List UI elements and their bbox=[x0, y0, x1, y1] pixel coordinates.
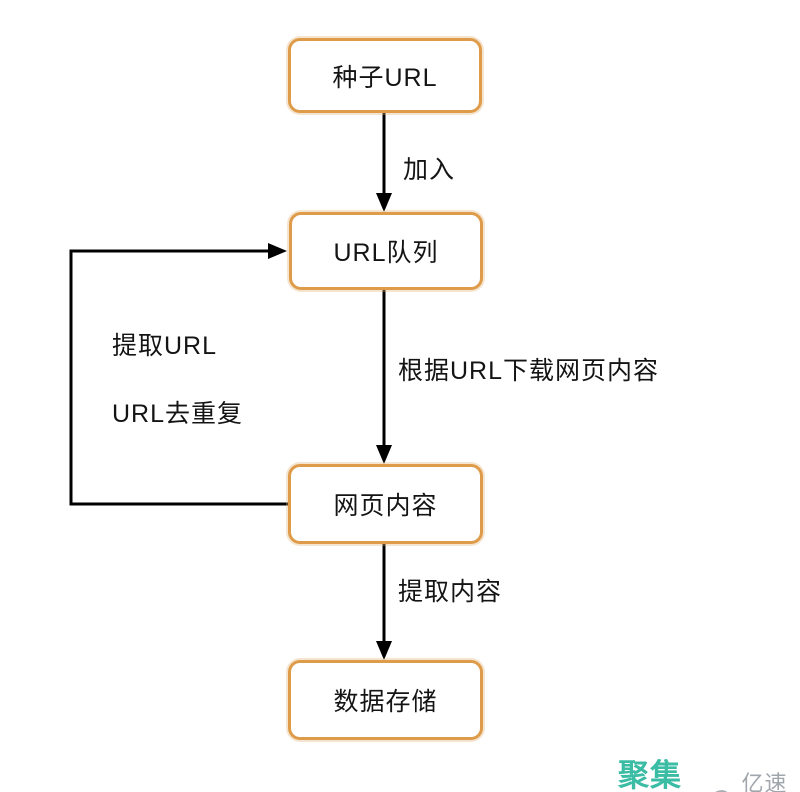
watermark: 聚集网 亿速云 bbox=[618, 750, 800, 792]
node-data-storage-label: 数据存储 bbox=[333, 688, 438, 716]
node-data-storage: 数据存储 bbox=[288, 660, 483, 740]
edge-label-join: 加入 bbox=[403, 156, 456, 184]
node-web-content: 网页内容 bbox=[288, 464, 483, 544]
node-url-queue: URL队列 bbox=[289, 212, 483, 290]
edge-label-extract-content: 提取内容 bbox=[398, 578, 503, 606]
watermark-brand-name: 亿速云 bbox=[741, 771, 788, 792]
node-web-content-label: 网页内容 bbox=[333, 492, 438, 520]
watermark-site-name: 聚集网 bbox=[618, 758, 682, 792]
edge-label-download: 根据URL下载网页内容 bbox=[398, 357, 660, 385]
node-url-queue-label: URL队列 bbox=[333, 239, 439, 267]
arrowhead-queue-to-content bbox=[376, 445, 392, 464]
arrow-content-to-queue-loop bbox=[69, 249, 288, 506]
cloud-logo-icon bbox=[715, 790, 728, 792]
arrowhead-seed-to-queue bbox=[376, 193, 392, 212]
arrowhead-content-to-storage bbox=[376, 641, 392, 660]
edge-label-extract-url: 提取URL bbox=[112, 332, 218, 360]
arrowhead-loop-to-queue bbox=[268, 243, 287, 259]
edge-label-url-dedupe: URL去重复 bbox=[112, 400, 244, 428]
node-seed-url: 种子URL bbox=[288, 38, 482, 113]
node-seed-url-label: 种子URL bbox=[332, 63, 438, 92]
connector-lines bbox=[69, 113, 386, 643]
